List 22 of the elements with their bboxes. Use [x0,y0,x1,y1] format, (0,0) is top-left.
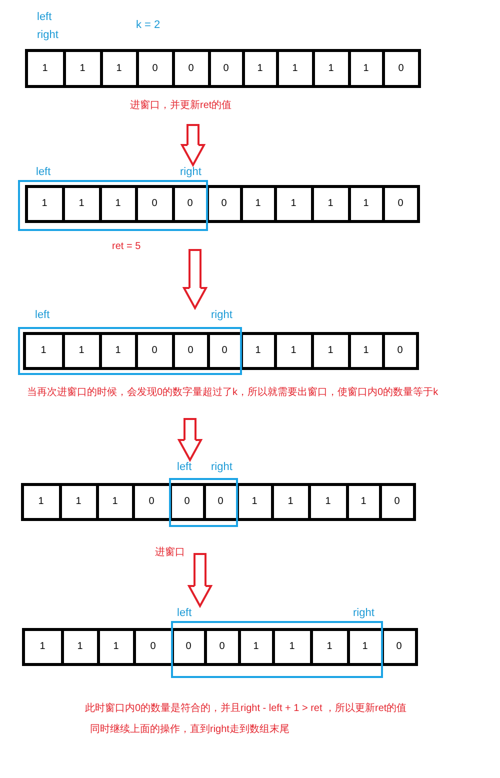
note-text: 进窗口 [155,546,185,560]
block-arrow [178,418,202,461]
note-text: 当再次进窗口的时候，会发现0的数字量超过了k，所以就需要出窗口，使窗口内0的数量等于k [27,386,438,400]
pointer-label: left [37,10,52,24]
pointer-label: right [37,28,58,42]
pointer-label: right [180,165,202,179]
note-text: 同时继续上面的操作，直到right走到数组末尾 [90,723,290,737]
pointer-label: right [353,606,374,620]
array-frame [24,49,420,88]
pointer-label: right [211,308,232,322]
pointer-label: left [35,308,50,322]
pointer-label: right [211,460,232,474]
note-text: 此时窗口内0的数量是符合的，并且right - left + 1 > ret ，所以更新ret的值 [85,702,407,716]
parameter-label: k = 2 [136,18,160,32]
pointer-label: left [177,606,192,620]
pointer-label: left [177,460,192,474]
block-arrow [183,249,207,309]
block-arrow [188,553,212,607]
pointer-label: left [36,165,51,179]
block-arrow [181,124,205,166]
note-text: ret = 5 [112,240,141,254]
note-text: 进窗口，并更新ret的值 [130,99,232,113]
